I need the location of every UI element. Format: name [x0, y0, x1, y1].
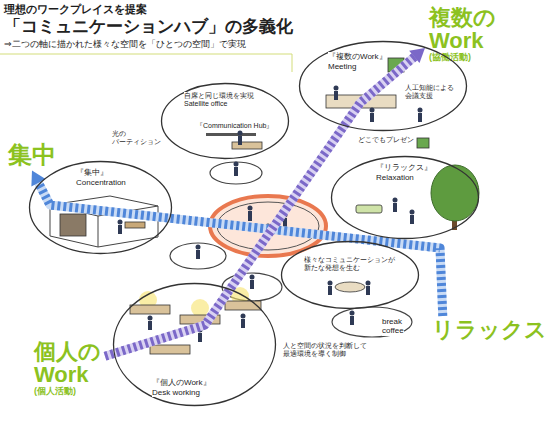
diagram-title: 「コミュニケーションハブ」の多義化	[4, 17, 293, 37]
axis-label: 複数の Work(協働活動)	[425, 4, 500, 65]
platform-ellipse	[162, 84, 289, 159]
bookshelf	[60, 214, 86, 236]
person	[198, 333, 202, 342]
person	[248, 206, 253, 211]
platform-ellipse	[30, 162, 172, 254]
axis-label: 集中	[4, 140, 60, 170]
space-platform: 『集中』 Concentration	[28, 160, 173, 255]
person	[366, 286, 370, 295]
person	[328, 286, 332, 295]
person	[370, 108, 375, 113]
axis-stripes	[38, 181, 443, 316]
person	[418, 113, 422, 122]
axis-label: リラックス	[428, 316, 551, 344]
person	[393, 198, 398, 203]
person	[366, 281, 371, 286]
small-platform	[210, 162, 262, 184]
note-label: 光の パーティション	[112, 130, 161, 147]
space-text: 『個人のWork』 Desk working	[152, 378, 222, 397]
lamp-glow	[191, 299, 209, 317]
person	[118, 220, 123, 225]
desk	[125, 222, 145, 228]
space-platform: 自席と同じ環境を実現 Satellite office	[160, 82, 290, 160]
platform-ellipse	[114, 284, 276, 406]
person	[350, 311, 355, 316]
sign-board	[206, 133, 256, 136]
person	[196, 245, 201, 250]
axis-text: (個人活動)	[34, 386, 101, 397]
axis-arrow	[31, 170, 442, 316]
axis-band	[38, 181, 443, 316]
person	[238, 131, 243, 136]
space-text: 『集中』 Concentration	[76, 168, 126, 187]
note-label: 人と空間の状況を判断して 最適環境を導く制御	[283, 342, 367, 359]
person	[148, 321, 152, 330]
desk	[232, 142, 262, 149]
coffee-platform	[332, 307, 412, 337]
person	[334, 86, 339, 91]
person	[418, 108, 423, 113]
sofa	[356, 205, 382, 213]
person	[241, 314, 246, 319]
frame-line	[0, 54, 292, 72]
person	[148, 316, 153, 321]
person	[370, 113, 374, 122]
platform-ellipse	[332, 157, 479, 239]
desk	[130, 305, 170, 314]
platform-ellipse	[280, 240, 420, 310]
axis-text: 複数の Work	[429, 6, 496, 52]
space-text: 様々なコミュニケーションが 新たな発想を生む	[304, 256, 395, 273]
person	[234, 167, 238, 176]
person	[241, 319, 245, 328]
person	[250, 280, 254, 289]
space-text: 人工知能による 会議支援	[405, 84, 454, 101]
person	[350, 316, 354, 325]
note-label: ⇒二つの軸に描かれた様々な空間を「ひとつの空間」で実現	[4, 39, 246, 50]
small-platform	[170, 243, 226, 269]
desk	[150, 345, 190, 354]
arrow-head	[409, 48, 425, 63]
person	[328, 281, 333, 286]
note-label: 理想のワークプレイスを提案	[4, 3, 147, 16]
axis-text: リラックス	[432, 318, 547, 342]
person	[393, 203, 397, 212]
axis-arrow	[105, 48, 425, 356]
platform-ellipse	[282, 242, 419, 309]
space-text: 『リラックス』 Relaxation	[376, 163, 432, 182]
space-platform: 『個人のWork』 Desk working	[112, 282, 277, 407]
person	[238, 136, 242, 145]
axis-band	[105, 56, 416, 357]
tree	[431, 165, 479, 221]
note-label: どこでもプレゼン	[358, 136, 414, 144]
space-platform: 『リラックス』 Relaxation	[330, 155, 480, 240]
axis-text: 個人の Work	[34, 340, 101, 386]
space-text: 自席と同じ環境を実現 Satellite office	[184, 92, 264, 109]
axis-text: (協働活動)	[429, 52, 496, 63]
axis-stripes	[105, 56, 416, 357]
screen	[417, 138, 429, 148]
axis-label: 個人の Work(個人活動)	[30, 338, 105, 399]
note-label: break coffee	[382, 318, 404, 336]
person	[248, 211, 252, 221]
person	[250, 275, 255, 280]
person	[118, 225, 122, 234]
space-text: 『複数のWork』 Meeting	[328, 52, 387, 71]
person	[410, 210, 415, 215]
person	[234, 162, 239, 167]
person	[410, 215, 414, 224]
axis-text: 集中	[8, 142, 56, 168]
desk	[225, 301, 261, 310]
person	[334, 91, 338, 100]
table	[335, 282, 365, 292]
note-label: 『Communication Hub』	[196, 122, 273, 130]
platform-ellipse	[300, 42, 467, 131]
person	[196, 250, 200, 259]
space-platform: 様々なコミュニケーションが 新たな発想を生む	[280, 240, 420, 310]
space-platform: 『複数のWork』 Meeting 人工知能による 会議支援	[298, 40, 468, 132]
